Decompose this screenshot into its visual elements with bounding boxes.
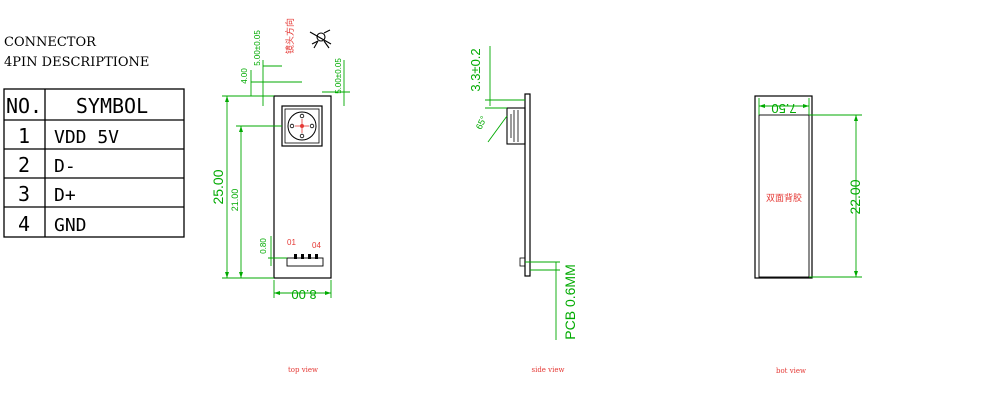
lens-screw-icon <box>289 123 295 129</box>
dim-side-angle: 65° <box>474 114 489 131</box>
adhesive-label: 双面背胶 <box>766 192 802 203</box>
top-view-caption: top view <box>288 366 318 374</box>
pin <box>301 254 304 259</box>
pin-symbol: D+ <box>54 185 76 206</box>
dim-bottom-height: 22.00 <box>847 179 863 214</box>
dim-lens-horizontal: 5.00±0.05 <box>334 58 343 94</box>
pin-no: 4 <box>18 212 30 236</box>
pin-symbol: GND <box>54 215 87 236</box>
lens-icon <box>287 111 317 141</box>
dim-top-height: 25.00 <box>210 169 226 204</box>
adhesive-area <box>758 114 810 278</box>
dim-side-pcb: PCB 0.6MM <box>562 264 578 339</box>
side-connector <box>519 257 526 267</box>
pin-table-border <box>3 88 185 238</box>
top-dimension-lines <box>222 60 350 298</box>
orientation-label: 镜头方向 <box>284 18 295 54</box>
dim-bottom-width: 7.50 <box>771 101 796 116</box>
dim-top-width: 8.00 <box>291 287 316 302</box>
lens-screw-icon <box>299 113 305 119</box>
pin-table-header-symbol: SYMBOL <box>76 94 148 118</box>
bottom-dimension-lines <box>758 98 862 278</box>
orientation-figure-icon <box>309 29 332 49</box>
pin <box>294 254 297 259</box>
top-dimension-arrows <box>225 96 331 295</box>
bottom-view: 7.50 22.00 双面背胶 bot view <box>754 95 863 375</box>
lens-screw-icon <box>299 133 305 139</box>
dim-pin-height: 0.80 <box>259 238 268 254</box>
pin-last-label: 04 <box>312 241 321 250</box>
side-view-caption: side view <box>531 366 564 374</box>
bottom-view-caption: bot view <box>776 367 806 375</box>
side-view: 3.3±0.2 65° PCB 0.6MM side view <box>468 46 578 374</box>
header-connector: CONNECTOR <box>4 35 97 50</box>
lens-module-inner <box>284 108 320 144</box>
bottom-board-outline <box>754 95 813 279</box>
pin-symbol: VDD 5V <box>54 127 119 148</box>
lens-screw-icon <box>309 123 315 129</box>
pin-no: 2 <box>18 153 30 177</box>
pin-first-label: 01 <box>287 238 296 247</box>
connector-pins <box>286 254 324 267</box>
side-dimension-lines <box>485 46 560 340</box>
top-board-outline <box>273 95 332 279</box>
side-pcb-outline <box>524 93 531 277</box>
top-view: 镜头方向 01 04 <box>210 18 350 374</box>
dim-top-offset: 4.00 <box>240 68 249 84</box>
dim-lens-vertical: 5.00±0.05 <box>253 30 262 66</box>
pin-no: 3 <box>18 182 30 206</box>
connector-housing <box>286 257 324 267</box>
pin-table-header-no: NO. <box>6 94 42 118</box>
dim-top-inner-height: 21.00 <box>230 189 240 212</box>
dim-side-height: 3.3±0.2 <box>468 48 483 91</box>
side-lens-module <box>506 107 526 145</box>
pin-table: NO. SYMBOL 1 VDD 5V 2 D- 3 D+ 4 GND <box>3 88 185 238</box>
pin-symbol: D- <box>54 156 76 177</box>
pin <box>308 254 311 259</box>
header-pin-description: 4PIN DESCRIPTIONE <box>4 55 149 70</box>
pin <box>315 254 318 259</box>
bottom-dimension-arrows <box>759 104 858 277</box>
pin-no: 1 <box>18 124 30 148</box>
